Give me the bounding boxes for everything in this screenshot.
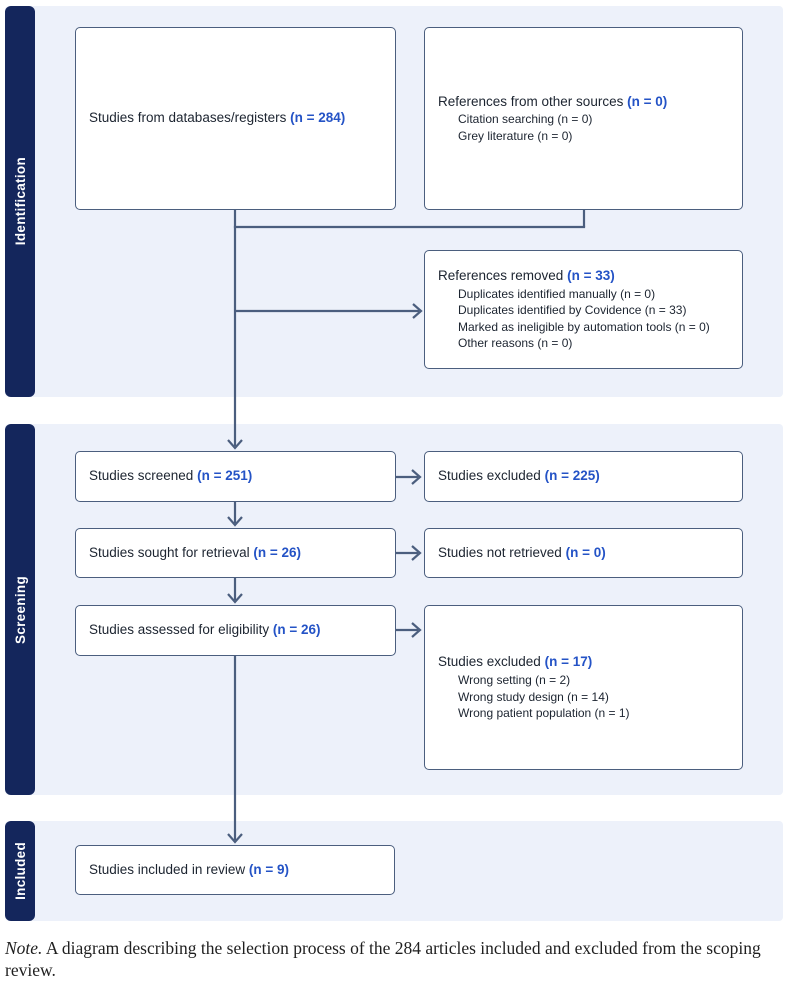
sidebar-tab-included: Included [5, 821, 35, 921]
box-text: Studies sought for retrieval [89, 544, 250, 560]
box-text: Studies not retrieved [438, 544, 562, 560]
box-references-removed: References removed (n = 33) Duplicates i… [424, 250, 743, 369]
sidebar-tab-screening: Screening [5, 424, 35, 795]
box-references-other-sources: References from other sources (n = 0) Ci… [424, 27, 743, 210]
box-count: (n = 0) [565, 544, 606, 560]
box-text: Studies from databases/registers [89, 110, 287, 126]
box-title: Studies not retrieved (n = 0) [425, 544, 742, 563]
figure-note: Note. A diagram describing the selection… [5, 937, 783, 982]
box-text: References from other sources [438, 93, 624, 109]
box-title: References removed (n = 33) [425, 267, 742, 286]
box-sub-item: Marked as ineligible by automation tools… [458, 319, 710, 334]
box-count: (n = 26) [272, 622, 321, 638]
box-sub-item: Wrong setting (n = 2) [458, 673, 571, 688]
box-title: Studies from databases/registers (n = 28… [76, 109, 395, 128]
box-title: Studies included in review (n = 9) [76, 861, 394, 880]
box-text: Studies screened [89, 468, 194, 484]
box-sub-item: Duplicates identified manually (n = 0) [458, 286, 656, 301]
box-text: Studies excluded [438, 654, 541, 670]
box-count: (n = 225) [544, 468, 600, 484]
box-title: Studies excluded (n = 17) [425, 653, 742, 672]
note-text: A diagram describing the selection proce… [5, 938, 761, 981]
box-studies-excluded-screening: Studies excluded (n = 225) [424, 451, 743, 502]
box-sub-item: Duplicates identified by Covidence (n = … [458, 303, 687, 318]
box-count: (n = 9) [248, 861, 289, 877]
screening-label: Screening [12, 575, 28, 644]
identification-label: Identification [12, 157, 28, 246]
box-sub-item: Grey literature (n = 0) [458, 128, 573, 143]
box-title: Studies sought for retrieval (n = 26) [76, 544, 395, 563]
box-text: Studies included in review [89, 861, 246, 877]
box-text: References removed [438, 267, 564, 283]
note-label: Note. [5, 938, 43, 958]
box-title: Studies assessed for eligibility (n = 26… [76, 621, 395, 640]
box-title: Studies excluded (n = 225) [425, 467, 742, 486]
box-studies-screened: Studies screened (n = 251) [75, 451, 396, 502]
box-title: References from other sources (n = 0) [425, 93, 742, 112]
box-count: (n = 251) [197, 468, 253, 484]
box-sub-item: Wrong study design (n = 14) [458, 689, 609, 704]
box-count: (n = 284) [290, 110, 346, 126]
box-text: Studies assessed for eligibility [89, 622, 270, 638]
box-sub-item: Wrong patient population (n = 1) [458, 706, 630, 721]
included-label: Included [12, 842, 28, 900]
box-sub-item: Citation searching (n = 0) [458, 112, 593, 127]
box-count: (n = 26) [253, 544, 301, 560]
box-count: (n = 33) [567, 267, 615, 283]
box-count: (n = 0) [627, 93, 668, 109]
box-studies-not-retrieved: Studies not retrieved (n = 0) [424, 528, 743, 578]
sidebar-tab-identification: Identification [5, 6, 35, 397]
box-studies-included-review: Studies included in review (n = 9) [75, 845, 395, 895]
box-text: Studies excluded [438, 468, 541, 484]
box-studies-assessed-eligibility: Studies assessed for eligibility (n = 26… [75, 605, 396, 656]
box-title: Studies screened (n = 251) [76, 467, 395, 486]
box-studies-excluded-eligibility: Studies excluded (n = 17) Wrong setting … [424, 605, 743, 770]
box-count: (n = 17) [544, 654, 593, 670]
box-studies-sought-retrieval: Studies sought for retrieval (n = 26) [75, 528, 396, 578]
box-studies-from-databases: Studies from databases/registers (n = 28… [75, 27, 396, 210]
box-sub-item: Other reasons (n = 0) [458, 336, 573, 351]
